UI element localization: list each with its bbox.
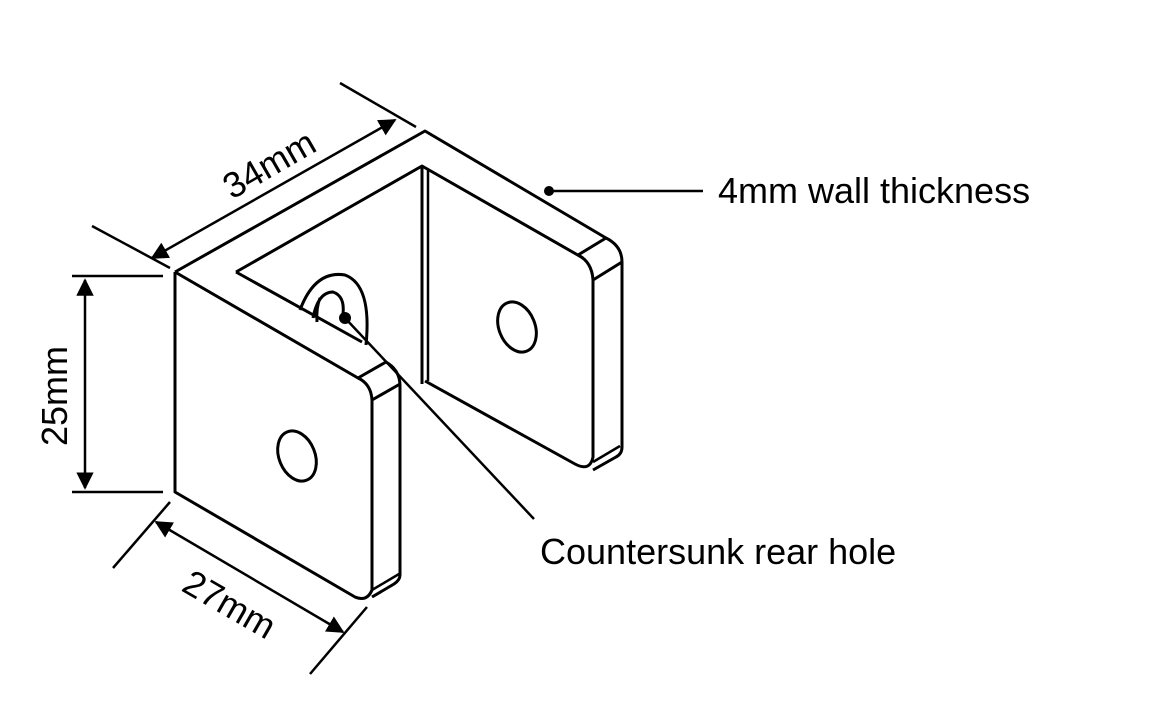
callout-rear-hole: Countersunk rear hole xyxy=(339,312,896,572)
countersunk-hole-inner xyxy=(311,290,345,323)
dimension-line-depth xyxy=(154,520,345,634)
right-flange-bottom-bevel xyxy=(592,444,621,464)
callout-label-rear-hole: Countersunk rear hole xyxy=(540,531,896,572)
extension-line-near xyxy=(112,501,171,569)
right-flange-corner-bevel xyxy=(592,260,623,282)
right-flange-thickness xyxy=(577,236,624,472)
leader-line-hole xyxy=(344,317,535,520)
dimension-label-height: 25mm xyxy=(34,346,75,446)
dimension-height: 25mm xyxy=(34,274,163,494)
dimension-depth: 27mm xyxy=(112,501,368,675)
dimension-label-depth: 27mm xyxy=(176,561,283,647)
right-flange-hole xyxy=(496,300,538,354)
callout-wall-thickness: 4mm wall thickness xyxy=(544,170,1030,211)
extension-line-far xyxy=(309,606,368,675)
left-flange-hole xyxy=(276,429,318,483)
extension-line-left xyxy=(91,224,171,270)
right-flange-face xyxy=(424,253,595,469)
countersunk-hole-outer xyxy=(298,272,369,346)
callout-label-wall-thickness: 4mm wall thickness xyxy=(718,170,1030,211)
left-flange-corner-bevel xyxy=(371,382,401,402)
left-flange-bottom-bevel xyxy=(371,572,400,592)
extension-line-right xyxy=(339,81,417,129)
dimension-line-length xyxy=(150,118,397,260)
dimension-length: 34mm xyxy=(91,81,417,270)
inner-plate-bottom xyxy=(235,270,363,344)
dimension-label-length: 34mm xyxy=(216,121,323,207)
